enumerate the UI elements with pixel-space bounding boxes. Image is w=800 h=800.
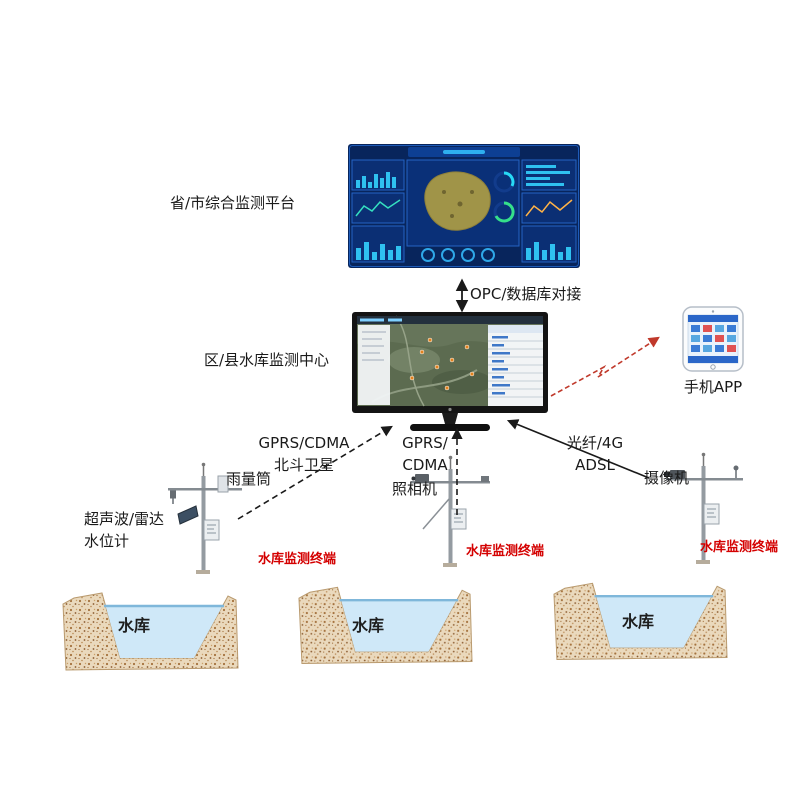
terminal-label-middle: 水库监测终端: [466, 544, 545, 559]
phone-app-label: 手机APP: [683, 378, 743, 396]
gprs-cdma-line2: CDMA: [402, 456, 448, 474]
reservoir-label-left: 水库: [118, 616, 151, 635]
monitoring-station-left: [148, 462, 268, 580]
terminal-label-left: 水库监测终端: [258, 552, 337, 567]
camera-label: 照相机: [392, 480, 438, 498]
rain-gauge-label: 雨量筒: [226, 470, 272, 488]
basin-graphic: [298, 586, 473, 664]
station-graphic: [168, 462, 242, 574]
fiber-4g-line2: ADSL: [575, 456, 615, 474]
gprs-beidou-label: GPRS/CDMA 北斗卫星: [248, 432, 360, 476]
reservoir-basin-left: [60, 572, 240, 672]
center-label: 区/县水库监测中心: [204, 351, 330, 369]
fiber-4g-label: 光纤/4G ADSL: [558, 432, 632, 476]
monitor-graphic: [352, 312, 548, 431]
terminal-label-right: 水库监测终端: [700, 540, 779, 555]
opc-link-label: OPC/数据库对接: [470, 285, 582, 303]
dashboard-graphic: [348, 144, 580, 268]
mobile-phone: [682, 306, 744, 372]
video-camera-label: 摄像机: [644, 469, 690, 487]
gprs-beidou-line1: GPRS/CDMA: [258, 434, 350, 452]
basin-graphic: [553, 582, 728, 660]
water-level-label: 超声波/雷达 水位计: [84, 508, 164, 552]
county-center-monitor: [352, 312, 548, 434]
water-level-line1: 超声波/雷达: [84, 510, 165, 528]
province-dashboard-screen: [348, 144, 580, 268]
platform-label: 省/市综合监测平台: [170, 194, 296, 212]
phone-app-zigzag-arrow: [550, 336, 660, 397]
gprs-cdma-line1: GPRS/: [402, 434, 448, 452]
monitoring-station-middle: [395, 455, 515, 573]
reservoir-label-right: 水库: [622, 612, 655, 631]
gprs-beidou-line2: 北斗卫星: [273, 456, 334, 474]
basin-graphic: [62, 592, 239, 671]
reservoir-label-middle: 水库: [352, 616, 385, 635]
reservoir-basin-right: [551, 562, 729, 662]
monitoring-station-right: [648, 452, 768, 570]
water-level-line2: 水位计: [84, 532, 130, 550]
reservoir-basin-middle: [296, 566, 474, 666]
station-graphic: [411, 455, 490, 567]
phone-graphic: [682, 306, 744, 372]
fiber-4g-line1: 光纤/4G: [566, 434, 624, 452]
station-graphic: [664, 452, 743, 564]
gprs-cdma-label: GPRS/ CDMA: [398, 432, 452, 476]
